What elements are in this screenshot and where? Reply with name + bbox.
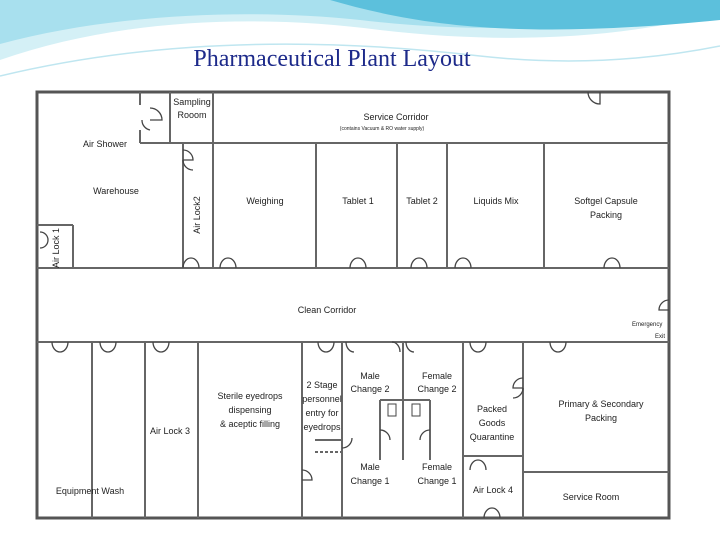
label-female-change-1a: Female	[422, 462, 452, 472]
label-air-lock-4: Air Lock 4	[473, 485, 513, 495]
outer-wall	[35, 90, 671, 520]
label-two-stage-3: entry for	[305, 408, 338, 418]
label-air-lock-3: Air Lock 3	[150, 426, 190, 436]
label-sampling-1: Sampling	[173, 97, 211, 107]
label-emergency: Emergency	[632, 322, 662, 328]
upper-walls	[37, 92, 669, 269]
lower-walls	[37, 341, 669, 518]
label-equipment-wash: Equipment Wash	[56, 486, 124, 496]
label-service-corridor-note: (contains Vacuum & RO water supply)	[340, 126, 425, 132]
label-tablet-1: Tablet 1	[342, 196, 374, 206]
label-softgel-1: Softgel Capsule	[574, 196, 638, 206]
label-service-room: Service Room	[563, 492, 620, 502]
wave-line-2	[0, 43, 720, 77]
label-clean-corridor: Clean Corridor	[298, 305, 357, 315]
label-packed-goods-3: Quarantine	[470, 432, 515, 442]
label-packed-goods-2: Goods	[479, 418, 506, 428]
label-packed-goods-1: Packed	[477, 404, 507, 414]
label-two-stage-2: personnel	[302, 394, 342, 404]
label-warehouse: Warehouse	[93, 186, 139, 196]
label-service-corridor: Service Corridor	[363, 112, 428, 122]
wave-dark	[330, 0, 720, 30]
label-male-change-2b: Change 2	[350, 384, 389, 394]
label-primary-secondary-2: Packing	[585, 413, 617, 423]
label-air-lock-1: Air Lock 1	[51, 228, 61, 268]
label-two-stage-1: 2 Stage	[306, 380, 337, 390]
slide-title: Pharmaceutical Plant Layout	[193, 46, 471, 72]
label-air-shower: Air Shower	[83, 139, 127, 149]
label-sterile-2: dispensing	[228, 405, 271, 415]
decorative-wave-header	[0, 0, 720, 77]
label-weighing: Weighing	[246, 196, 283, 206]
wave-line	[0, 32, 720, 72]
label-female-change-2a: Female	[422, 371, 452, 381]
label-two-stage-4: eyedrops	[303, 422, 341, 432]
label-sterile-1: Sterile eyedrops	[217, 391, 283, 401]
label-liquids-mix: Liquids Mix	[473, 196, 519, 206]
label-tablet-2: Tablet 2	[406, 196, 438, 206]
label-male-change-2a: Male	[360, 371, 380, 381]
label-softgel-2: Packing	[590, 210, 622, 220]
label-female-change-1b: Change 1	[417, 476, 456, 486]
label-primary-secondary-1: Primary & Secondary	[558, 399, 644, 409]
label-sampling-2: Rooom	[177, 110, 206, 120]
label-sterile-3: & aceptic filling	[220, 419, 280, 429]
label-exit: Exit	[655, 334, 665, 340]
label-male-change-1b: Change 1	[350, 476, 389, 486]
door-swings	[39, 91, 670, 519]
label-male-change-1a: Male	[360, 462, 380, 472]
label-female-change-2b: Change 2	[417, 384, 456, 394]
label-air-lock-2: Air Lock2	[192, 196, 202, 234]
